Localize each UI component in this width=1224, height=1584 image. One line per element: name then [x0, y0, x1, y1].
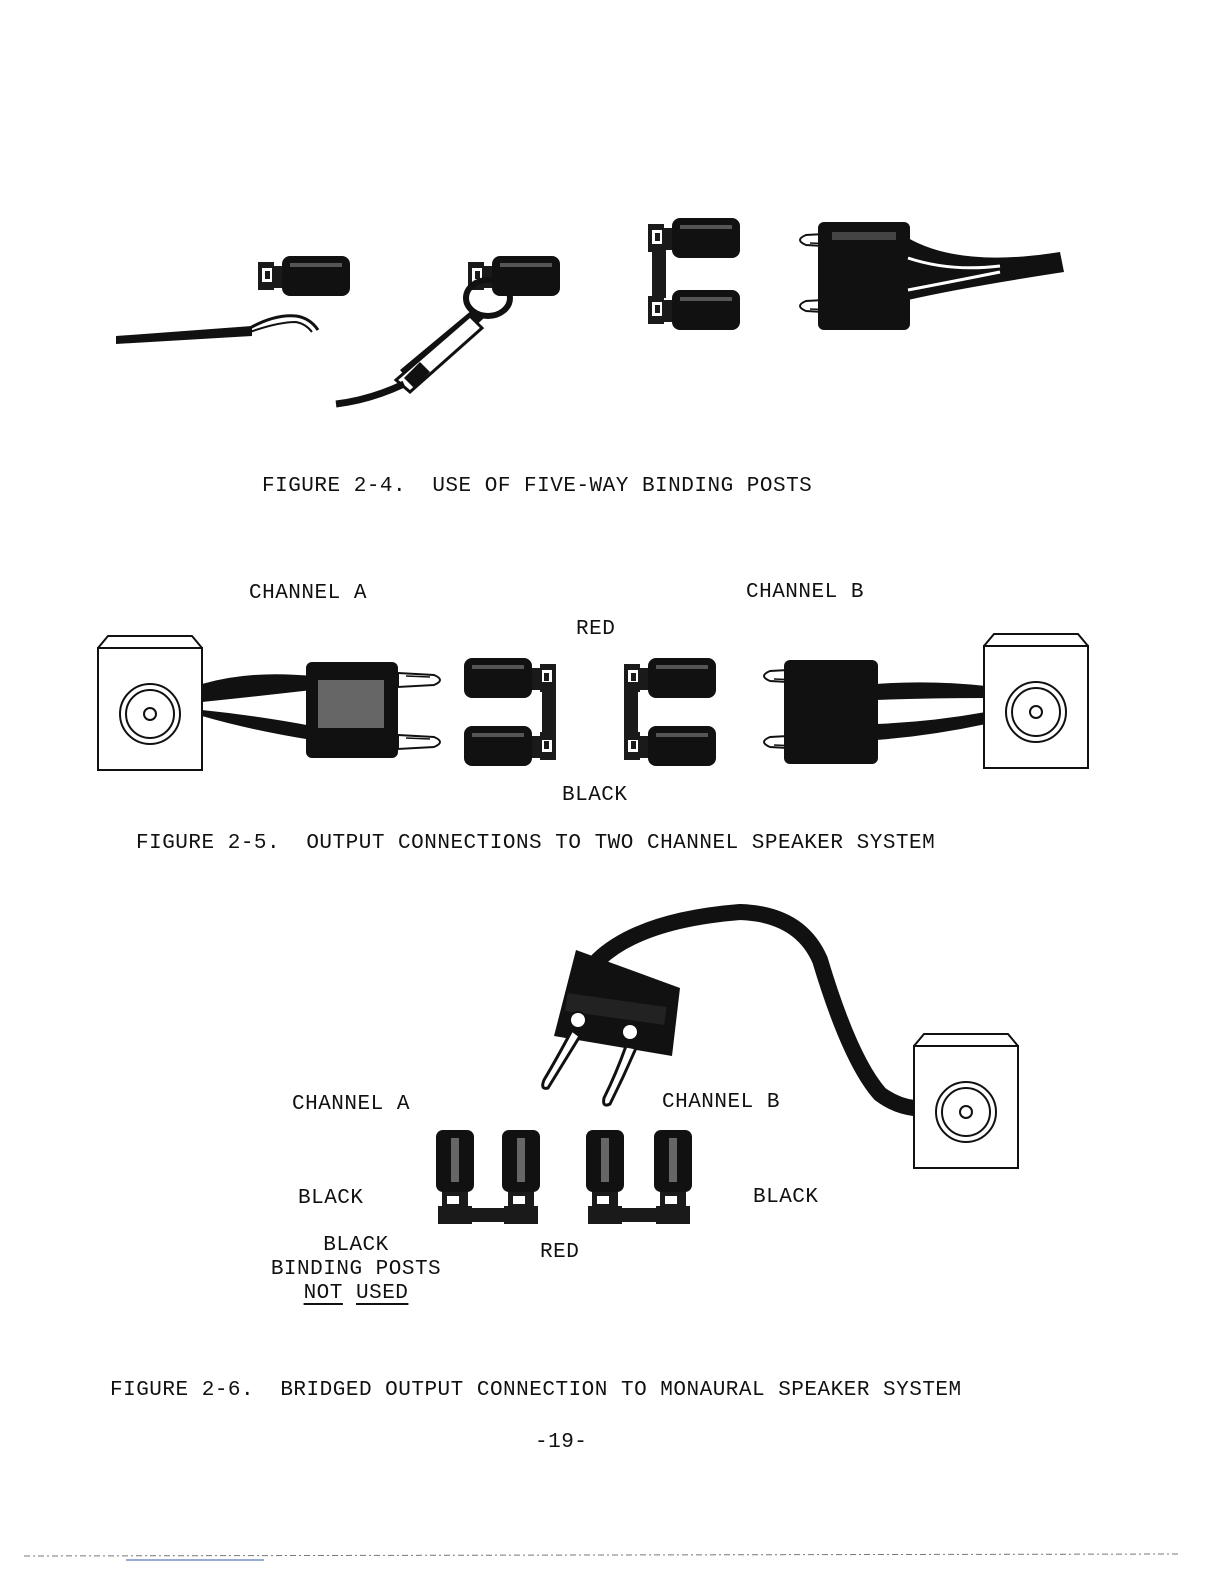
- fig-2-5-channel-b-label: CHANNEL B: [746, 582, 864, 603]
- fig-2-6-note-line2: BINDING POSTS: [256, 1259, 456, 1280]
- fig-2-5-posts-b: [624, 658, 716, 766]
- fig-2-4-bare-wire: [116, 256, 350, 344]
- fig-2-6-channel-a-label: CHANNEL A: [292, 1094, 410, 1115]
- fig-2-5-posts-a: [464, 658, 556, 766]
- fig-2-6-channel-b-label: CHANNEL B: [662, 1092, 780, 1113]
- fig-2-4-spade-lug: [336, 256, 560, 404]
- fig-2-5-speaker-a: [98, 636, 202, 770]
- fig-2-5-black-label: BLACK: [562, 785, 628, 806]
- fig-2-5-plug-b: [764, 660, 986, 764]
- figure-2-6-caption: FIGURE 2-6. BRIDGED OUTPUT CONNECTION TO…: [110, 1380, 962, 1401]
- fig-2-4-banana-plug: [648, 218, 1064, 330]
- fig-2-6-plug: [543, 950, 680, 1105]
- fig-2-6-speaker: [914, 1034, 1018, 1168]
- fig-2-6-note-used: USED: [356, 1282, 408, 1305]
- fig-2-5-red-label: RED: [576, 619, 615, 640]
- fig-2-6-posts: [436, 1130, 692, 1224]
- fig-2-5-plug-a: [202, 662, 440, 758]
- fig-2-5-speaker-b: [984, 634, 1088, 768]
- figure-2-4-caption: FIGURE 2-4. USE OF FIVE-WAY BINDING POST…: [262, 476, 812, 497]
- fig-2-6-note-line1: BLACK: [256, 1235, 456, 1256]
- fig-2-6-note-line3: NOT USED: [256, 1283, 456, 1304]
- fig-2-6-red-label: RED: [540, 1242, 579, 1263]
- fig-2-6-black-right-label: BLACK: [753, 1187, 819, 1208]
- fig-2-6-black-left-label: BLACK: [298, 1188, 364, 1209]
- page-number: -19-: [535, 1432, 587, 1453]
- fig-2-6-note-not: NOT: [304, 1282, 343, 1305]
- figure-2-5-caption: FIGURE 2-5. OUTPUT CONNECTIONS TO TWO CH…: [136, 833, 935, 854]
- fig-2-5-channel-a-label: CHANNEL A: [249, 583, 367, 604]
